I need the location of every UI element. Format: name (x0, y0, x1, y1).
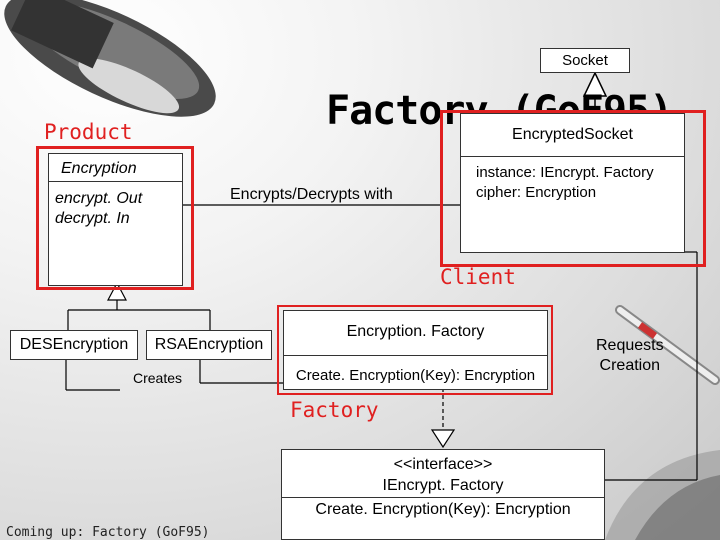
socket-class-name: Socket (562, 52, 608, 69)
encrypted-socket-class-name: EncryptedSocket (512, 126, 633, 143)
des-encryption-class-name: DESEncryption (19, 336, 129, 353)
encryption-method-decrypt: decrypt. In (55, 210, 130, 227)
client-highlight-frame (440, 110, 706, 267)
class-divider (282, 497, 604, 498)
product-label: Product (44, 120, 133, 144)
requests-creation-label: Requests Creation (596, 336, 664, 376)
encrypted-socket-attr-cipher: cipher: Encryption (476, 184, 597, 201)
class-divider (284, 355, 547, 356)
socket-class: Socket (540, 48, 630, 73)
product-highlight-frame (36, 146, 194, 290)
iencrypt-factory-name: IEncrypt. Factory (382, 477, 504, 494)
pen-icon (615, 305, 720, 385)
encryption-class: Encryption encrypt. Out decrypt. In (48, 153, 183, 286)
encryption-factory-class: Encryption. Factory Create. Encryption(K… (283, 310, 548, 390)
class-divider (49, 181, 182, 182)
interface-stereotype: <<interface>> (393, 456, 493, 473)
rsa-encryption-class: RSAEncryption (146, 330, 272, 360)
encryption-factory-method: Create. Encryption(Key): Encryption (295, 367, 536, 384)
requests-creation-line1: Requests (596, 337, 664, 354)
encryption-class-name: Encryption (61, 160, 137, 177)
decorative-swirl-icon (605, 450, 720, 540)
encryption-method-encrypt: encrypt. Out (55, 190, 143, 207)
encrypted-socket-class: EncryptedSocket instance: IEncrypt. Fact… (460, 113, 685, 253)
factory-highlight-frame (277, 305, 553, 395)
requests-creation-line2: Creation (599, 357, 661, 374)
encrypts-decrypts-label: Encrypts/Decrypts with (230, 186, 393, 203)
desk-lamp-icon (4, 0, 216, 117)
encrypted-socket-attr-instance: instance: IEncrypt. Factory (476, 164, 654, 181)
iencrypt-factory-interface: <<interface>> IEncrypt. Factory Create. … (281, 449, 605, 540)
iencrypt-factory-method: Create. Encryption(Key): Encryption (315, 501, 571, 518)
encryption-factory-class-name: Encryption. Factory (346, 323, 485, 340)
client-label: Client (440, 265, 516, 289)
class-divider (461, 156, 684, 157)
footer-text: Coming up: Factory (GoF95) (6, 525, 210, 540)
creates-label: Creates (133, 370, 183, 386)
des-encryption-class: DESEncryption (10, 330, 138, 360)
factory-label: Factory (290, 398, 379, 422)
rsa-encryption-class-name: RSAEncryption (154, 336, 264, 353)
